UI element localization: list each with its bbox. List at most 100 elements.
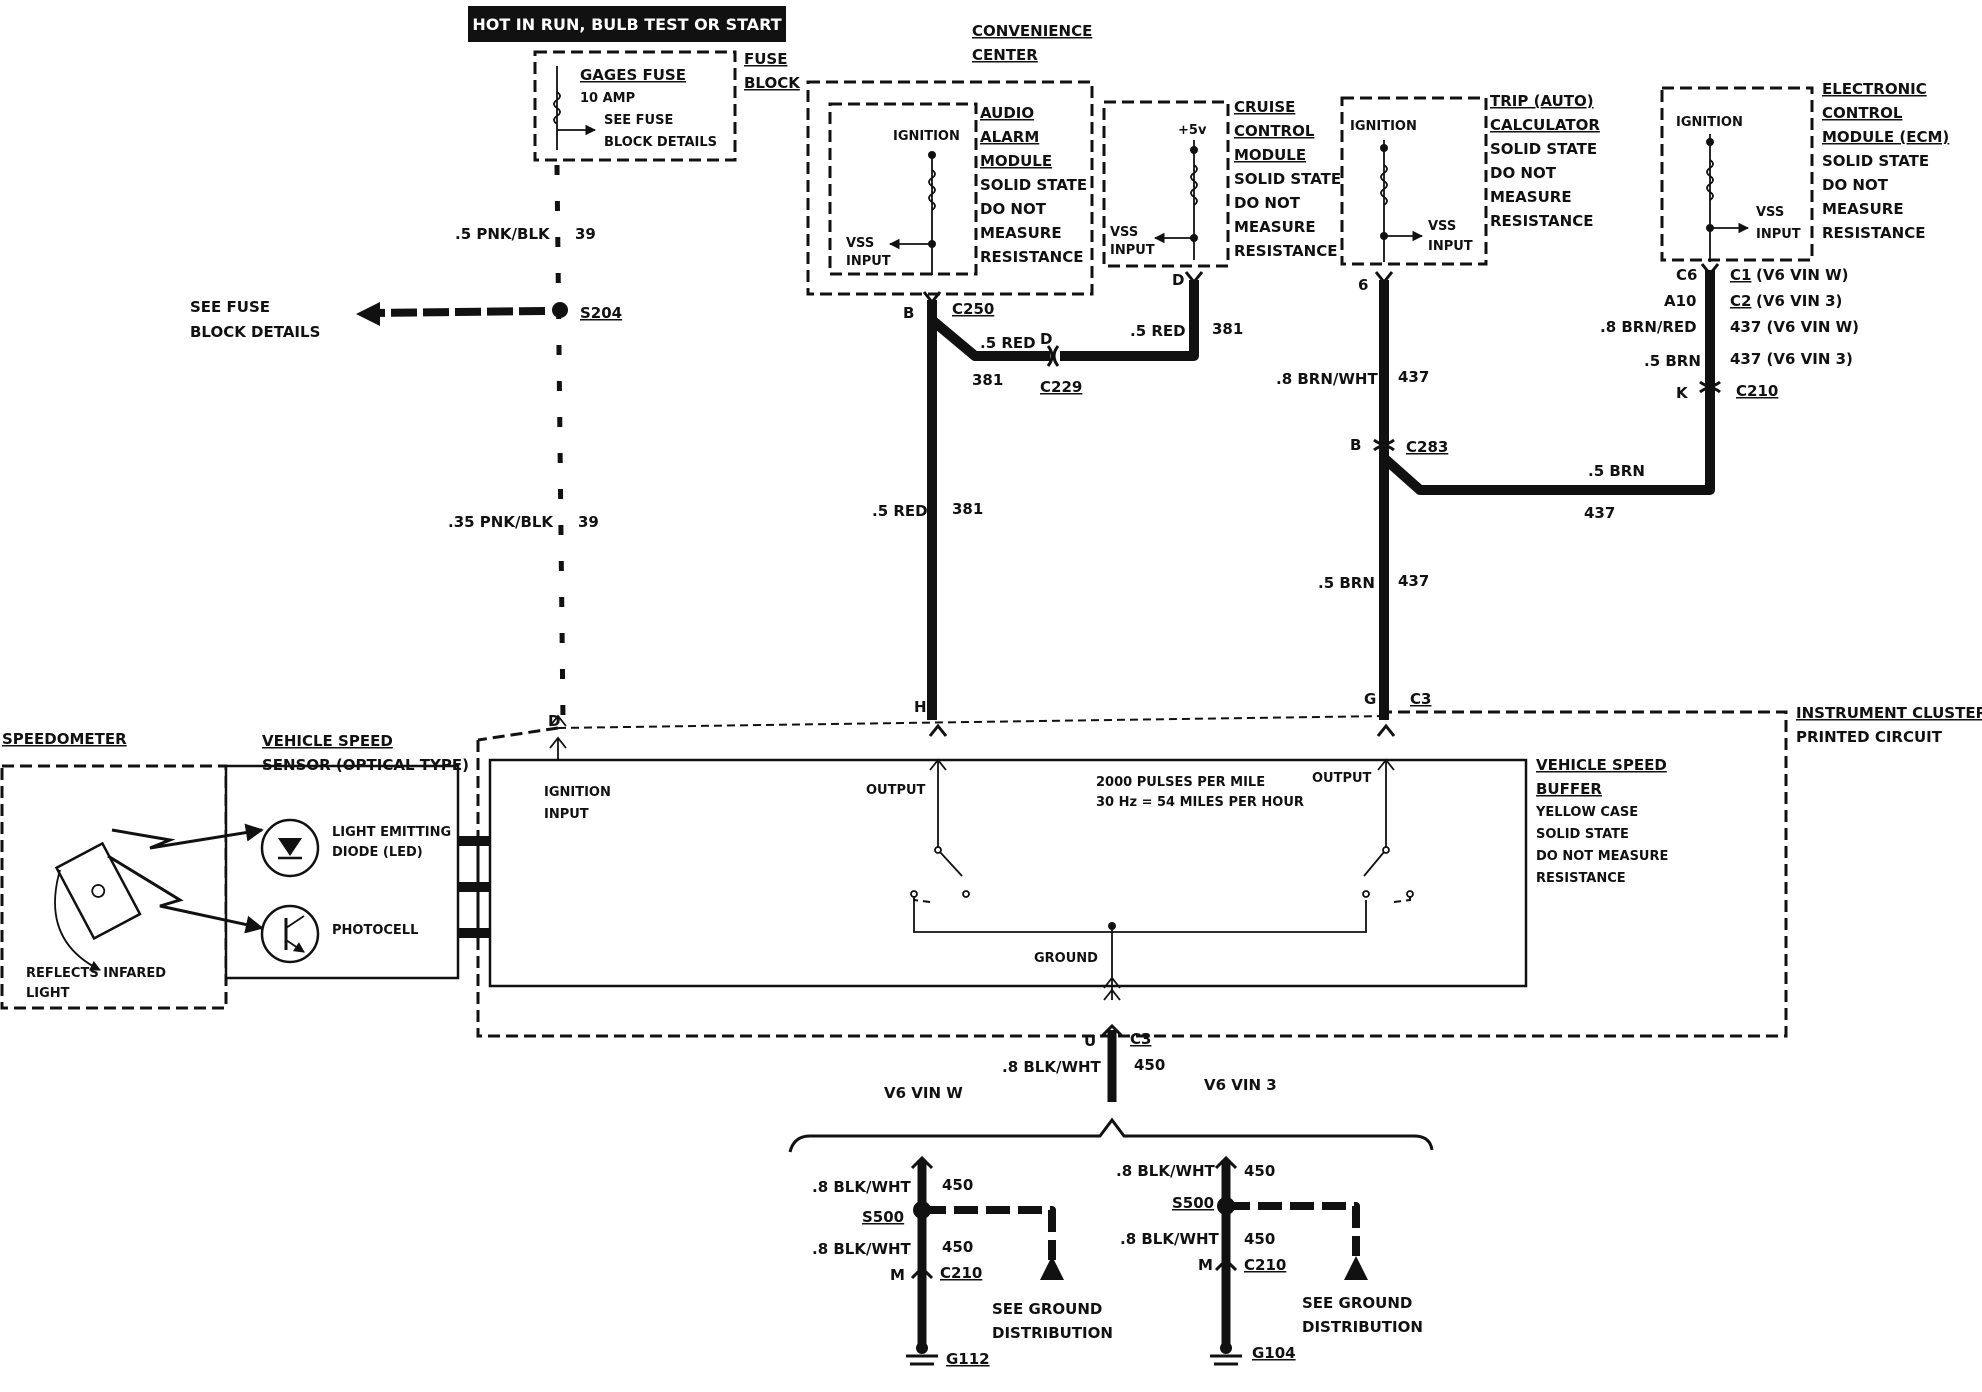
gages-fuse-box: GAGES FUSE 10 AMP SEE FUSE BLOCK DETAILS… — [533, 50, 801, 162]
diagram-label: (V6 VIN 3) — [1756, 292, 1842, 310]
diagram-label: BLOCK DETAILS — [604, 135, 717, 150]
diagram-label: SOLID STATE — [1536, 827, 1629, 842]
diagram-label: .5 PNK/BLK — [455, 225, 551, 243]
diagram-label: C3 — [1130, 1030, 1151, 1048]
convenience-center: CONVENIENCE CENTER IGNITION VSS INPUT AU… — [806, 22, 1094, 296]
diagram-label: MEASURE — [1234, 218, 1316, 236]
diagram-label: V6 VIN 3 — [1204, 1076, 1277, 1094]
diagram-label: C250 — [952, 300, 994, 318]
diagram-label: 39 — [578, 513, 599, 531]
diagram-label: ALARM — [980, 128, 1039, 146]
trip-calculator: IGNITION VSS INPUT TRIP (AUTO) CALCULATO… — [1340, 92, 1600, 266]
diagram-label: RESISTANCE — [1822, 224, 1925, 242]
diagram-label: LIGHT — [26, 986, 70, 1001]
diagram-label: RESISTANCE — [1536, 871, 1626, 886]
diagram-label: BLOCK — [744, 74, 801, 92]
diagram-label: 437 (V6 VIN W) — [1730, 318, 1859, 336]
diagram-label: 39 — [575, 225, 596, 243]
diagram-label: 450 — [1134, 1056, 1165, 1074]
diagram-label: IGNITION — [893, 129, 960, 144]
diagram-label: IGNITION — [1350, 119, 1417, 134]
diagram-label: 6 — [1358, 276, 1368, 294]
hot-in-run-banner: HOT IN RUN, BULB TEST OR START — [468, 6, 786, 42]
diagram-label: K — [1676, 384, 1689, 402]
diagram-label: AUDIO — [980, 104, 1034, 122]
diagram-label: REFLECTS INFARED — [26, 966, 166, 981]
speedometer: SPEEDOMETER REFLECTS INFARED LIGHT — [0, 730, 228, 1010]
diagram-label: S500 — [862, 1208, 904, 1226]
diagram-label: GROUND — [1034, 951, 1098, 966]
diagram-label: RESISTANCE — [1490, 212, 1593, 230]
diagram-label: CALCULATOR — [1490, 116, 1600, 134]
diagram-label: D — [1040, 330, 1052, 348]
diagram-label: .5 BRN — [1588, 462, 1645, 480]
diagram-label: 381 — [1212, 320, 1243, 338]
diagram-label: VSS — [1110, 225, 1138, 240]
diagram-label: DO NOT — [1822, 176, 1889, 194]
diagram-label: 450 — [942, 1238, 973, 1256]
diagram-label: INPUT — [1110, 243, 1155, 258]
diagram-label: BLOCK DETAILS — [190, 323, 320, 341]
diagram-label: INSTRUMENT CLUSTER — [1796, 704, 1982, 722]
diagram-label: .35 PNK/BLK — [448, 513, 554, 531]
diagram-label: ELECTRONIC — [1822, 80, 1927, 98]
ground-circuit: U C3 .8 BLK/WHT 450 V6 VIN W V6 VIN 3 .8… — [788, 1023, 1434, 1368]
diagram-label: 437 (V6 VIN 3) — [1730, 350, 1853, 368]
diagram-label: SOLID STATE — [1490, 140, 1597, 158]
diagram-label: C229 — [1040, 378, 1082, 396]
diagram-label: MEASURE — [1490, 188, 1572, 206]
diagram-label: S204 — [580, 304, 622, 322]
diagram-label: .8 BLK/WHT — [1120, 1230, 1220, 1248]
diagram-label: SOLID STATE — [1822, 152, 1929, 170]
diagram-label: IGNITION — [1676, 115, 1743, 130]
diagram-label: HOT IN RUN, BULB TEST OR START — [472, 15, 781, 34]
diagram-label: B — [1350, 436, 1361, 454]
electronic-control-module: IGNITION VSS INPUT ELECTRONIC CONTROL MO… — [1660, 80, 1949, 262]
led-icon — [260, 818, 320, 878]
diagram-label: .5 RED — [980, 334, 1036, 352]
arrow-left-icon — [356, 302, 380, 326]
diagram-label: MODULE — [1234, 146, 1306, 164]
instrument-cluster: D H G C3 INSTRUMENT CLUSTER PRINTED CIRC… — [476, 690, 1982, 1038]
diagram-label: PRINTED CIRCUIT — [1796, 728, 1943, 746]
diagram-label: +5v — [1178, 123, 1207, 138]
diagram-label: 450 — [942, 1176, 973, 1194]
diagram-label: SEE GROUND — [1302, 1294, 1412, 1312]
diagram-label: .5 RED — [1130, 322, 1186, 340]
diagram-label: DO NOT — [1490, 164, 1557, 182]
vehicle-speed-buffer: IGNITION INPUT OUTPUT 2000 PULSES PER MI… — [488, 714, 1668, 1001]
diagram-label: A10 — [1664, 292, 1696, 310]
gages-fuse-label: GAGES FUSE — [580, 66, 686, 84]
diagram-label: .8 BRN/WHT — [1276, 370, 1378, 388]
diagram-label: G104 — [1252, 1344, 1296, 1362]
diagram-label: CONTROL — [1234, 122, 1315, 140]
diagram-label: DO NOT — [980, 200, 1047, 218]
diagram-label: SEE GROUND — [992, 1300, 1102, 1318]
diagram-label: .8 BLK/WHT — [812, 1178, 912, 1196]
diagram-label: G112 — [946, 1350, 990, 1368]
diagram-label: 450 — [1244, 1230, 1275, 1248]
diagram-label: C210 — [940, 1264, 982, 1282]
diagram-label: D — [1172, 271, 1184, 289]
diagram-label: V6 VIN W — [884, 1084, 963, 1102]
diagram-label: .8 BRN/RED — [1600, 318, 1697, 336]
diagram-label: DISTRIBUTION — [992, 1324, 1113, 1342]
diagram-label: M — [1198, 1256, 1213, 1274]
diagram-label: VEHICLE SPEED — [1536, 756, 1667, 774]
diagram-label: .8 BLK/WHT — [1002, 1058, 1102, 1076]
diagram-label: MODULE — [980, 152, 1052, 170]
diagram-label: B — [903, 304, 914, 322]
diagram-label: DO NOT MEASURE — [1536, 849, 1668, 864]
diagram-label: LIGHT EMITTING — [332, 825, 451, 840]
diagram-label: C2 — [1730, 292, 1751, 310]
brown-wire-437: 6 .8 BRN/WHT 437 B C283 .5 BRN 437 .5 BR… — [1276, 263, 1859, 720]
diagram-label: VSS — [1756, 205, 1784, 220]
diagram-label: INPUT — [846, 254, 891, 269]
diagram-label: BUFFER — [1536, 780, 1602, 798]
diagram-label: VSS — [846, 236, 874, 251]
diagram-label: OUTPUT — [1312, 771, 1372, 786]
diagram-label: OUTPUT — [866, 783, 926, 798]
diagram-label: VEHICLE SPEED — [262, 732, 393, 750]
diagram-label: SOLID STATE — [980, 176, 1087, 194]
